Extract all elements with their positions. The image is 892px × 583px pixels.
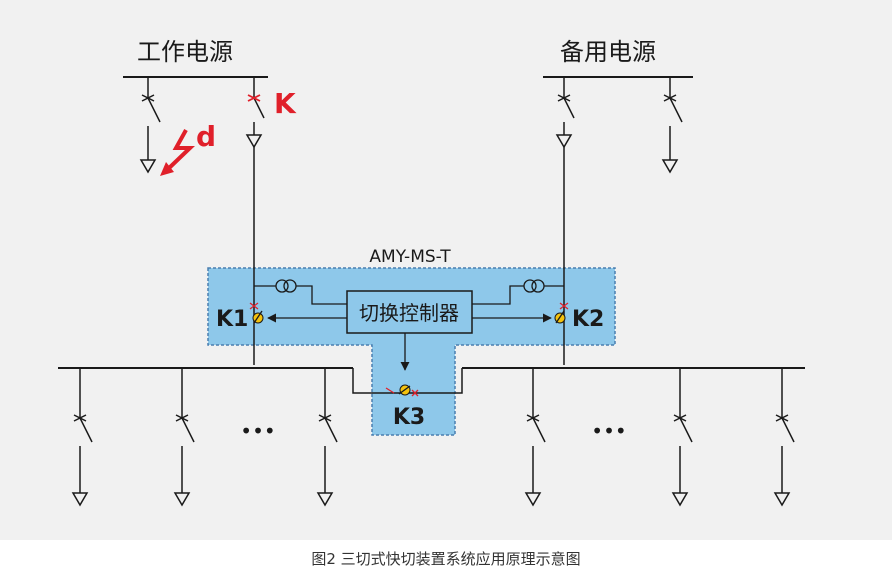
backup-branch-1 (555, 77, 575, 365)
right-current-transformer (472, 279, 564, 305)
k2-label: K2 (572, 307, 604, 332)
feeder-ellipsis-right: ••• (591, 419, 626, 443)
k2-switch-icon (554, 302, 569, 324)
backup-branch-2 (661, 77, 683, 174)
ats-diagram: 工作电源 备用电源 K d (58, 38, 805, 507)
left-current-transformer (254, 279, 347, 305)
feeder-left-3 (316, 368, 338, 507)
breaker-k-label: K (274, 87, 297, 120)
working-branch-1 (139, 77, 161, 174)
fault-label: d (196, 120, 216, 153)
k3-switch-icon (385, 384, 419, 397)
feeder-left-2 (173, 368, 195, 507)
working-branch-2 (245, 77, 265, 365)
controller-label: 切换控制器 (359, 301, 459, 325)
breaker-k-open-mark (247, 94, 261, 102)
fault-icon (160, 129, 195, 176)
device-model-label: AMY-MS-T (369, 247, 451, 267)
k3-label: K3 (393, 405, 425, 430)
feeder-ellipsis-left: ••• (240, 419, 275, 443)
feeder-right-3 (773, 368, 795, 507)
controller-box (346, 290, 473, 334)
diagram-canvas: 工作电源 备用电源 K d (0, 0, 892, 540)
feeder-left-1 (71, 368, 93, 507)
k1-label: K1 (216, 307, 248, 332)
device-area (207, 267, 616, 436)
backup-source-label: 备用电源 (560, 38, 656, 66)
feeder-right-2 (671, 368, 693, 507)
feeder-right-1 (524, 368, 546, 507)
figure-caption: 图2 三切式快切装置系统应用原理示意图 (311, 550, 581, 568)
working-source-label: 工作电源 (137, 38, 233, 66)
k1-switch-icon (249, 302, 264, 324)
